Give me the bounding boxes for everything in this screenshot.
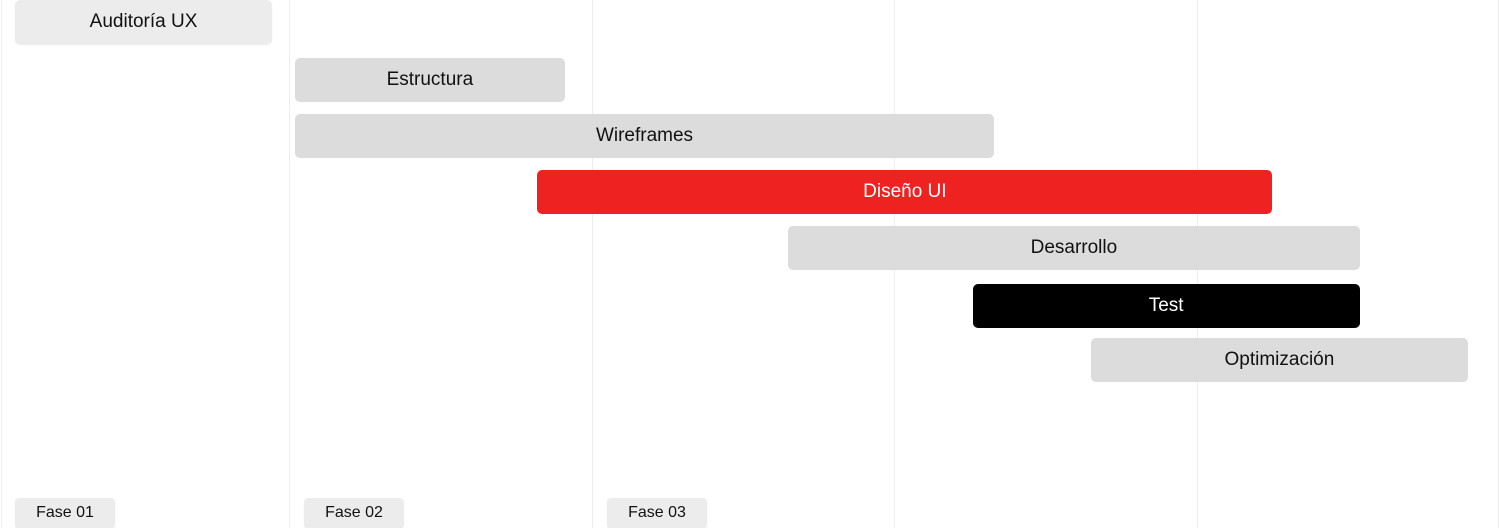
task-bar-optimizacion[interactable]: Optimización	[1090, 338, 1468, 382]
phase-label-fase-01: Fase 01	[15, 498, 115, 528]
phase-label-fase-03: Fase 03	[607, 498, 707, 528]
task-bar-diseno-ui[interactable]: Diseño UI	[537, 170, 1273, 214]
task-bar-desarrollo[interactable]: Desarrollo	[788, 226, 1360, 270]
gridline	[592, 0, 593, 528]
task-bar-wireframes[interactable]: Wireframes	[295, 114, 994, 158]
gridline	[289, 0, 290, 528]
task-bar-test[interactable]: Test	[972, 284, 1360, 328]
phase-label-fase-02: Fase 02	[304, 498, 404, 528]
task-bar-auditoria-ux[interactable]: Auditoría UX	[15, 0, 272, 44]
gridline	[1498, 0, 1499, 528]
gridline	[1, 0, 2, 528]
task-bar-estructura[interactable]: Estructura	[295, 58, 565, 102]
